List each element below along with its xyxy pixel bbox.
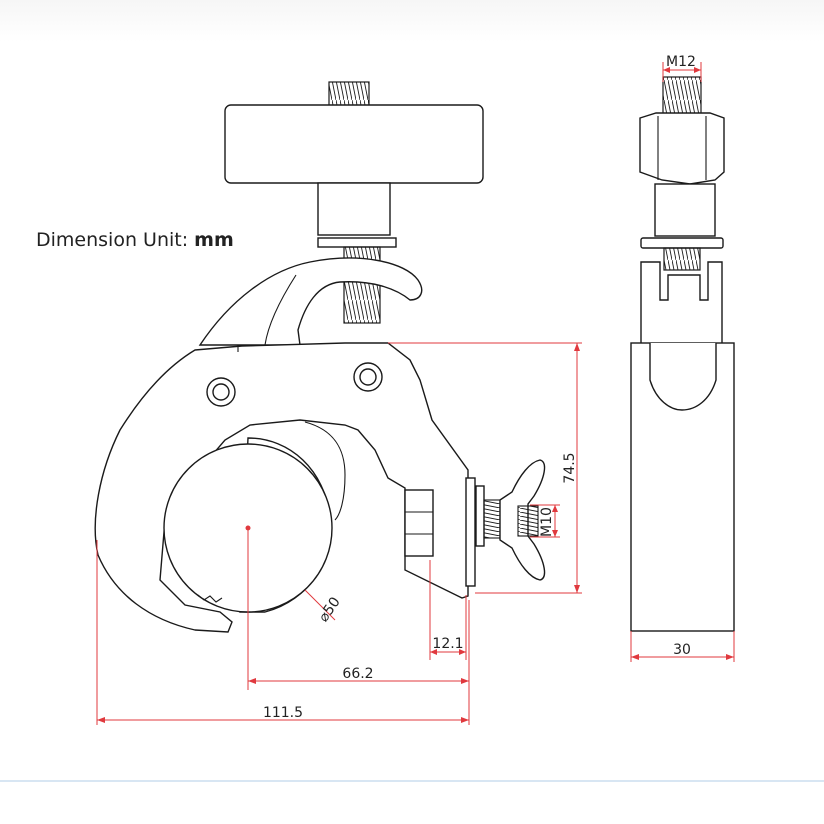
- clamp-body: [94, 342, 469, 633]
- pivot-pin-right: [353, 362, 383, 392]
- top-band: [0, 0, 824, 42]
- dim-thread-top: M12: [666, 54, 696, 70]
- bottom-divider: [0, 780, 824, 782]
- side-washer: [640, 237, 724, 249]
- side-bolt-thread: [483, 499, 501, 539]
- dim-center-to-face: 66.2: [342, 666, 373, 682]
- side-top-thread: [662, 76, 702, 116]
- wing-nut-thread: [517, 505, 539, 537]
- tightening-knob: [224, 104, 484, 184]
- pivot-pin-left: [206, 377, 236, 407]
- washer: [317, 237, 397, 248]
- caption-prefix: Dimension Unit:: [36, 229, 195, 251]
- knob-stem: [317, 182, 391, 236]
- dim-thread-side: M10: [539, 507, 555, 537]
- dim-nut-offset: 12.1: [432, 636, 463, 652]
- dim-diameter: ⌀50: [316, 594, 344, 625]
- hex-nut: [404, 489, 434, 557]
- side-shaft-thread: [663, 247, 701, 271]
- dim-overall-width: 111.5: [263, 705, 303, 721]
- side-stem: [654, 183, 716, 237]
- spring-lever: [198, 257, 423, 346]
- dim-side-width: 30: [673, 642, 691, 658]
- side-knob: [639, 112, 725, 185]
- dim-height: 74.5: [562, 452, 578, 483]
- dimension-lines: [96, 62, 735, 725]
- side-plate: [465, 477, 476, 587]
- front-view: [94, 81, 546, 633]
- dimension-unit-caption: Dimension Unit: mm: [36, 229, 234, 251]
- caption-unit: mm: [194, 229, 234, 251]
- side-view: [630, 76, 735, 632]
